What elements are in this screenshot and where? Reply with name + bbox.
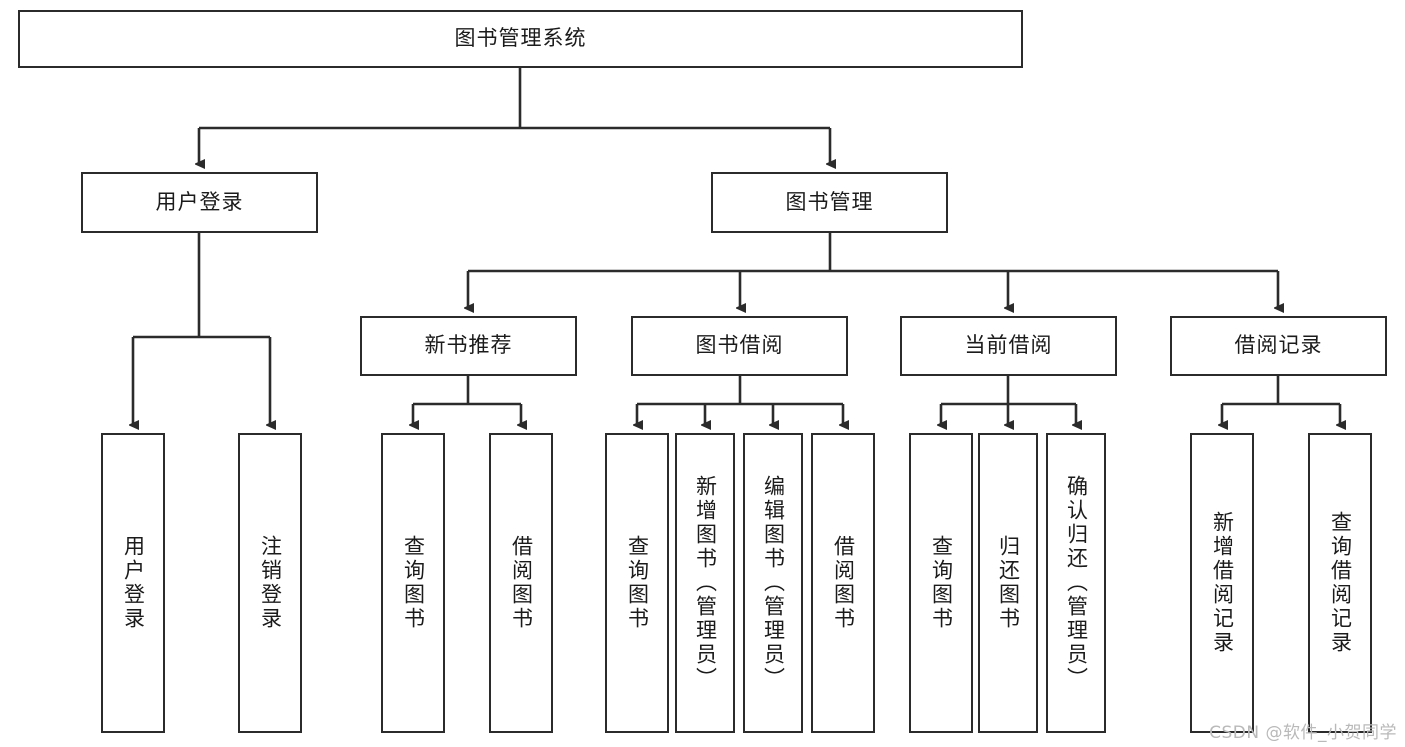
node-label: 借阅图书 [509, 535, 534, 631]
node-current-borrow[interactable]: 当前借阅 [900, 316, 1117, 376]
csdn-watermark: CSDN @软件_小贺同学 [1209, 723, 1397, 743]
node-label: 用户登录 [121, 535, 146, 631]
node-label: 图书管理系统 [454, 26, 587, 51]
leaf-user-login[interactable]: 用户登录 [101, 433, 165, 733]
node-label: 查询图书 [929, 535, 954, 631]
leaf-logout[interactable]: 注销登录 [238, 433, 302, 733]
leaf-borrow-book-recommend[interactable]: 借阅图书 [489, 433, 553, 733]
node-label: 新增借阅记录 [1210, 511, 1235, 655]
node-label: 借阅记录 [1234, 333, 1323, 358]
leaf-query-book-borrow[interactable]: 查询图书 [605, 433, 669, 733]
leaf-edit-book-admin[interactable]: 编辑图书（管理员） [743, 433, 803, 733]
node-label: 编辑图书（管理员） [761, 475, 786, 691]
node-label: 新增图书（管理员） [693, 475, 718, 691]
node-user-login[interactable]: 用户登录 [81, 172, 318, 233]
node-root-system[interactable]: 图书管理系统 [18, 10, 1023, 68]
node-label: 图书管理 [785, 189, 874, 214]
node-label: 归还图书 [996, 535, 1021, 631]
leaf-add-borrow-record[interactable]: 新增借阅记录 [1190, 433, 1254, 733]
node-label: 查询借阅记录 [1328, 511, 1353, 655]
leaf-borrow-book-borrow[interactable]: 借阅图书 [811, 433, 875, 733]
leaf-query-borrow-record[interactable]: 查询借阅记录 [1308, 433, 1372, 733]
leaf-confirm-return-admin[interactable]: 确认归还（管理员） [1046, 433, 1106, 733]
node-book-manage[interactable]: 图书管理 [711, 172, 948, 233]
leaf-query-book-recommend[interactable]: 查询图书 [381, 433, 445, 733]
node-label: 新书推荐 [424, 333, 513, 358]
node-label: 确认归还（管理员） [1064, 475, 1089, 691]
node-label: 借阅图书 [831, 535, 856, 631]
node-label: 注销登录 [258, 535, 283, 631]
node-label: 当前借阅 [964, 333, 1053, 358]
node-label: 查询图书 [625, 535, 650, 631]
node-label: 用户登录 [155, 189, 244, 214]
node-label: 图书借阅 [695, 333, 784, 358]
node-book-borrow[interactable]: 图书借阅 [631, 316, 848, 376]
leaf-return-book[interactable]: 归还图书 [978, 433, 1038, 733]
node-new-book-recommend[interactable]: 新书推荐 [360, 316, 577, 376]
leaf-query-book-current[interactable]: 查询图书 [909, 433, 973, 733]
node-label: 查询图书 [401, 535, 426, 631]
node-borrow-record[interactable]: 借阅记录 [1170, 316, 1387, 376]
leaf-add-book-admin[interactable]: 新增图书（管理员） [675, 433, 735, 733]
